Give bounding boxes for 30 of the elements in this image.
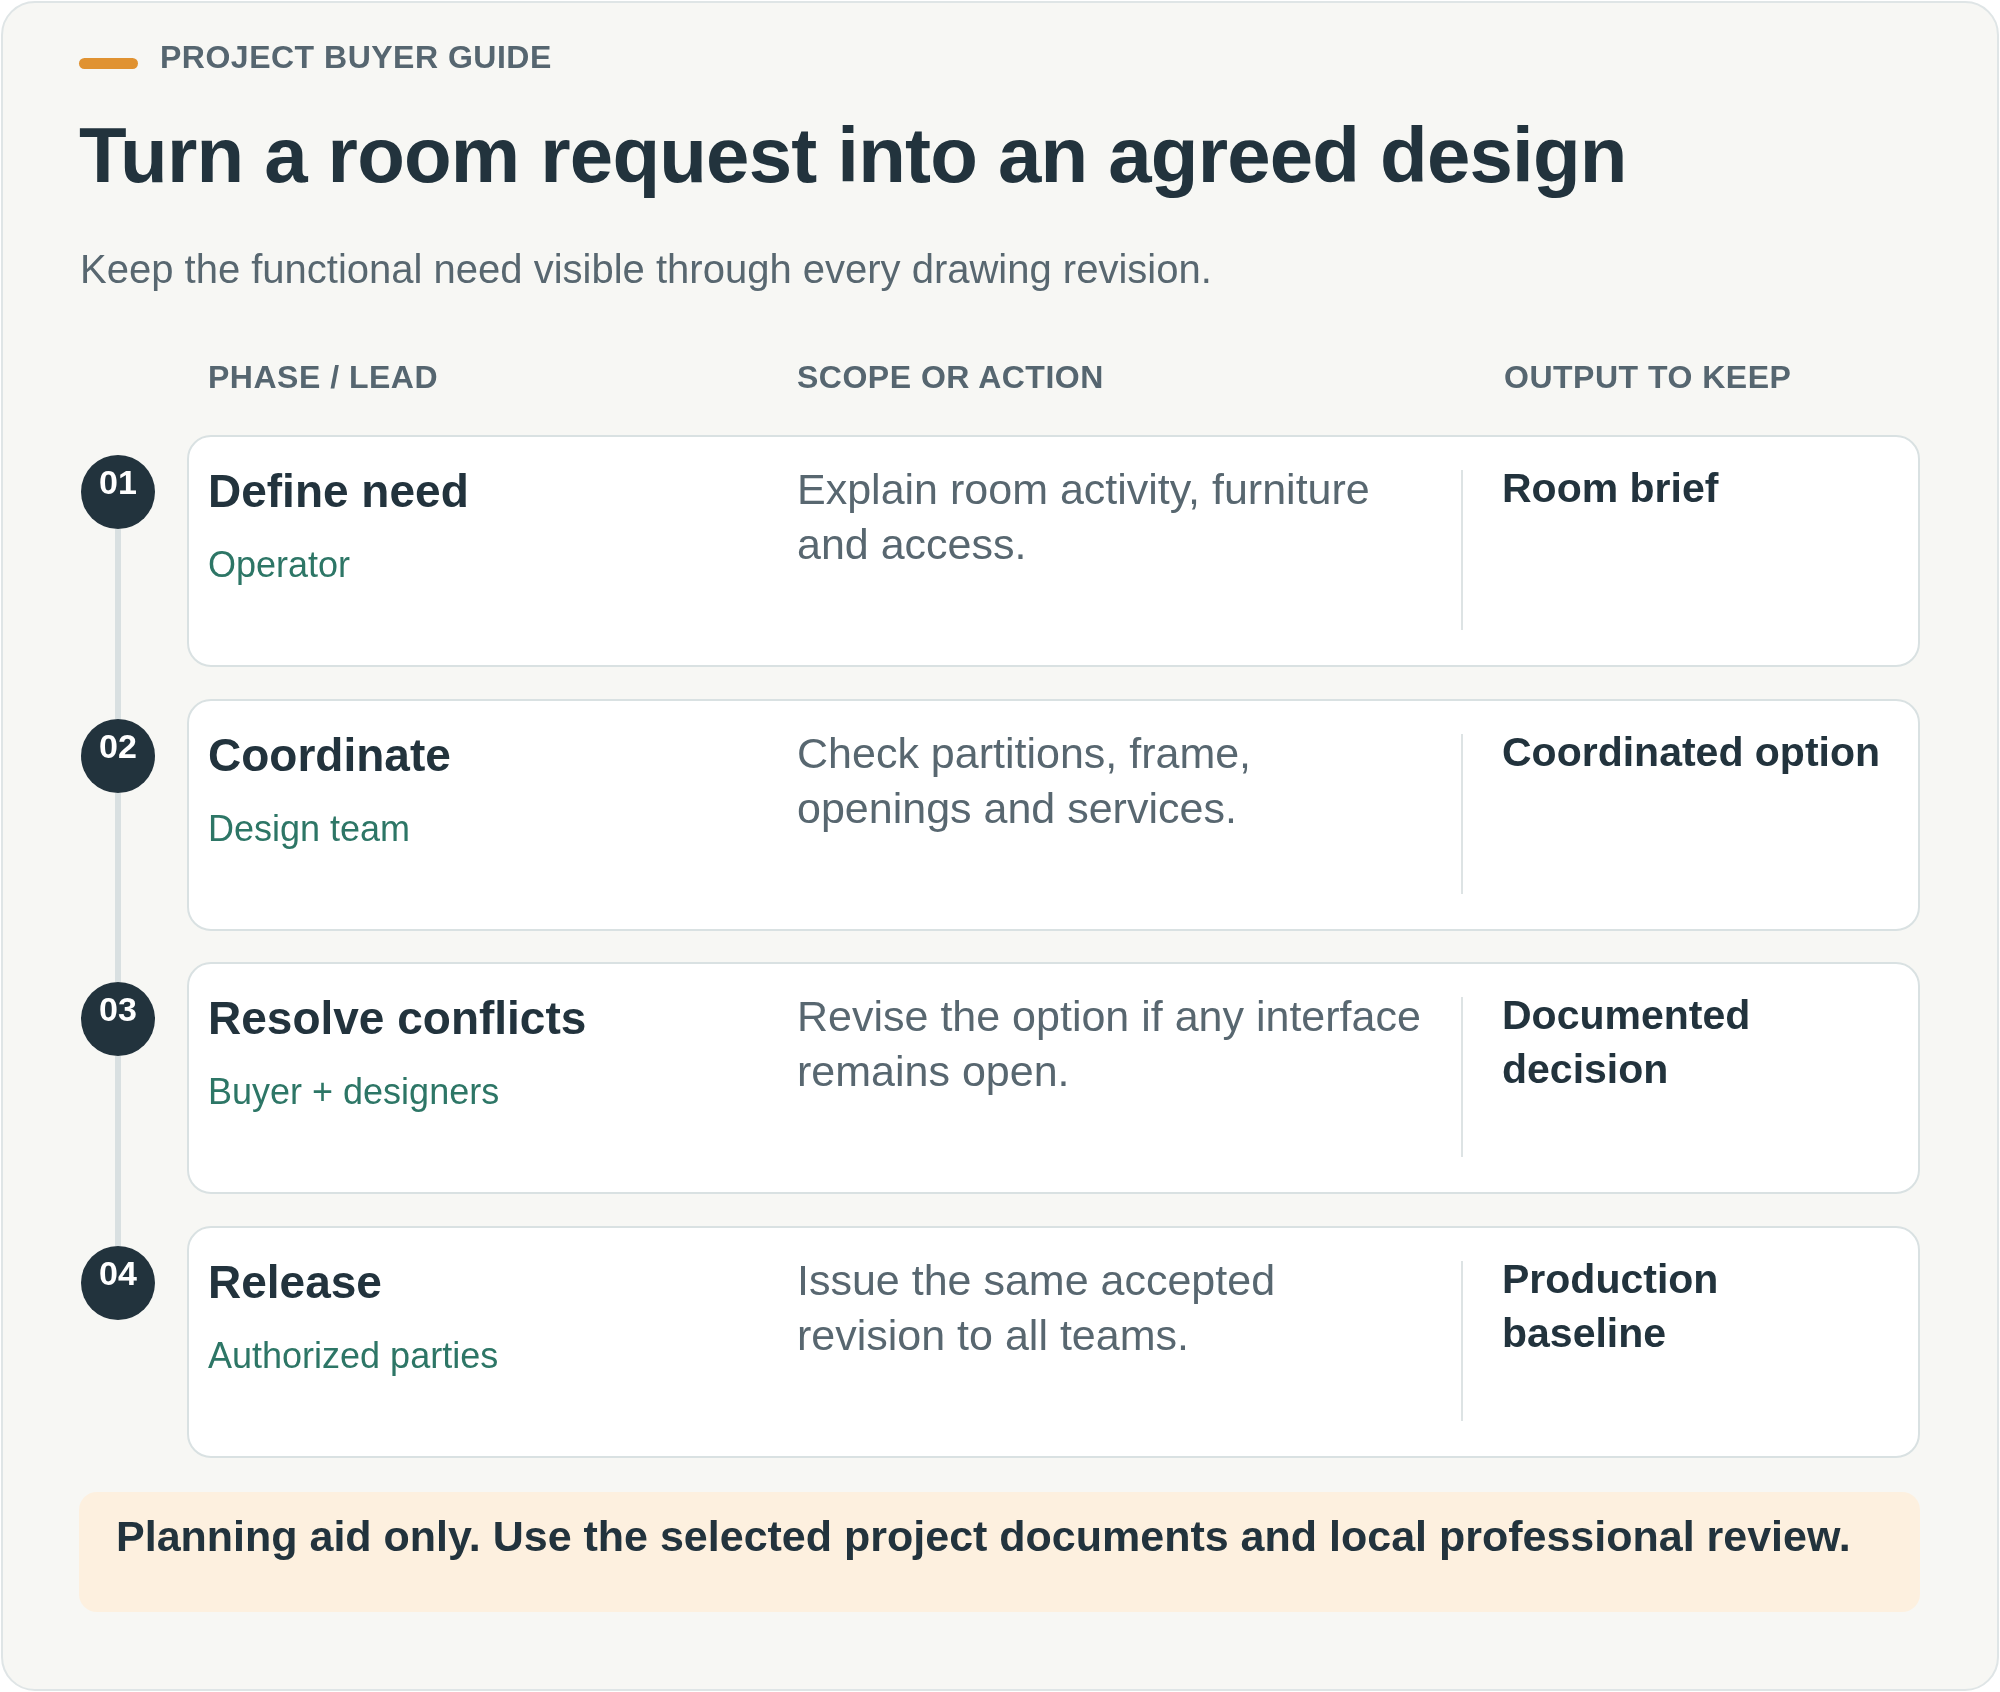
step-card	[187, 699, 1920, 931]
step-card	[187, 435, 1920, 667]
column-header: SCOPE OR ACTION	[797, 358, 1104, 396]
disclaimer-note: Planning aid only. Use the selected project documents and local professional review.	[79, 1492, 1920, 1612]
lead-role: Design team	[208, 807, 412, 851]
output-text: Production baseline	[1502, 1255, 1720, 1358]
step-card	[187, 962, 1920, 1194]
lead-role: Operator	[208, 543, 352, 587]
timeline-connector	[115, 529, 121, 719]
output-text: Room brief	[1502, 464, 1720, 513]
timeline-connector	[115, 1056, 121, 1246]
step-title: Define need	[208, 464, 470, 518]
page-title: Turn a room request into an agreed design	[79, 110, 1627, 200]
eyebrow-label: PROJECT BUYER GUIDE	[160, 38, 552, 76]
step-title: Release	[208, 1255, 383, 1309]
lead-role: Authorized parties	[208, 1334, 500, 1378]
output-text: Coordinated option	[1502, 728, 1882, 777]
lead-role: Buyer + designers	[208, 1070, 501, 1114]
timeline-connector	[115, 793, 121, 982]
output-text: Documented decision	[1502, 991, 1752, 1094]
step-card	[187, 1226, 1920, 1458]
subtitle-text: Keep the functional need visible through every drawing revision.	[80, 246, 1212, 293]
step-title: Resolve conflicts	[208, 991, 588, 1045]
scope-text: Explain room activity, furniture and access.	[797, 464, 1371, 570]
step-title: Coordinate	[208, 728, 452, 782]
column-header: PHASE / LEAD	[208, 358, 439, 396]
scope-text: Issue the same accepted revision to all teams.	[797, 1255, 1277, 1361]
scope-text: Revise the option if any interface remains open.	[797, 991, 1422, 1097]
scope-text: Check partitions, frame, openings and services.	[797, 728, 1253, 834]
column-header: OUTPUT TO KEEP	[1504, 358, 1792, 396]
